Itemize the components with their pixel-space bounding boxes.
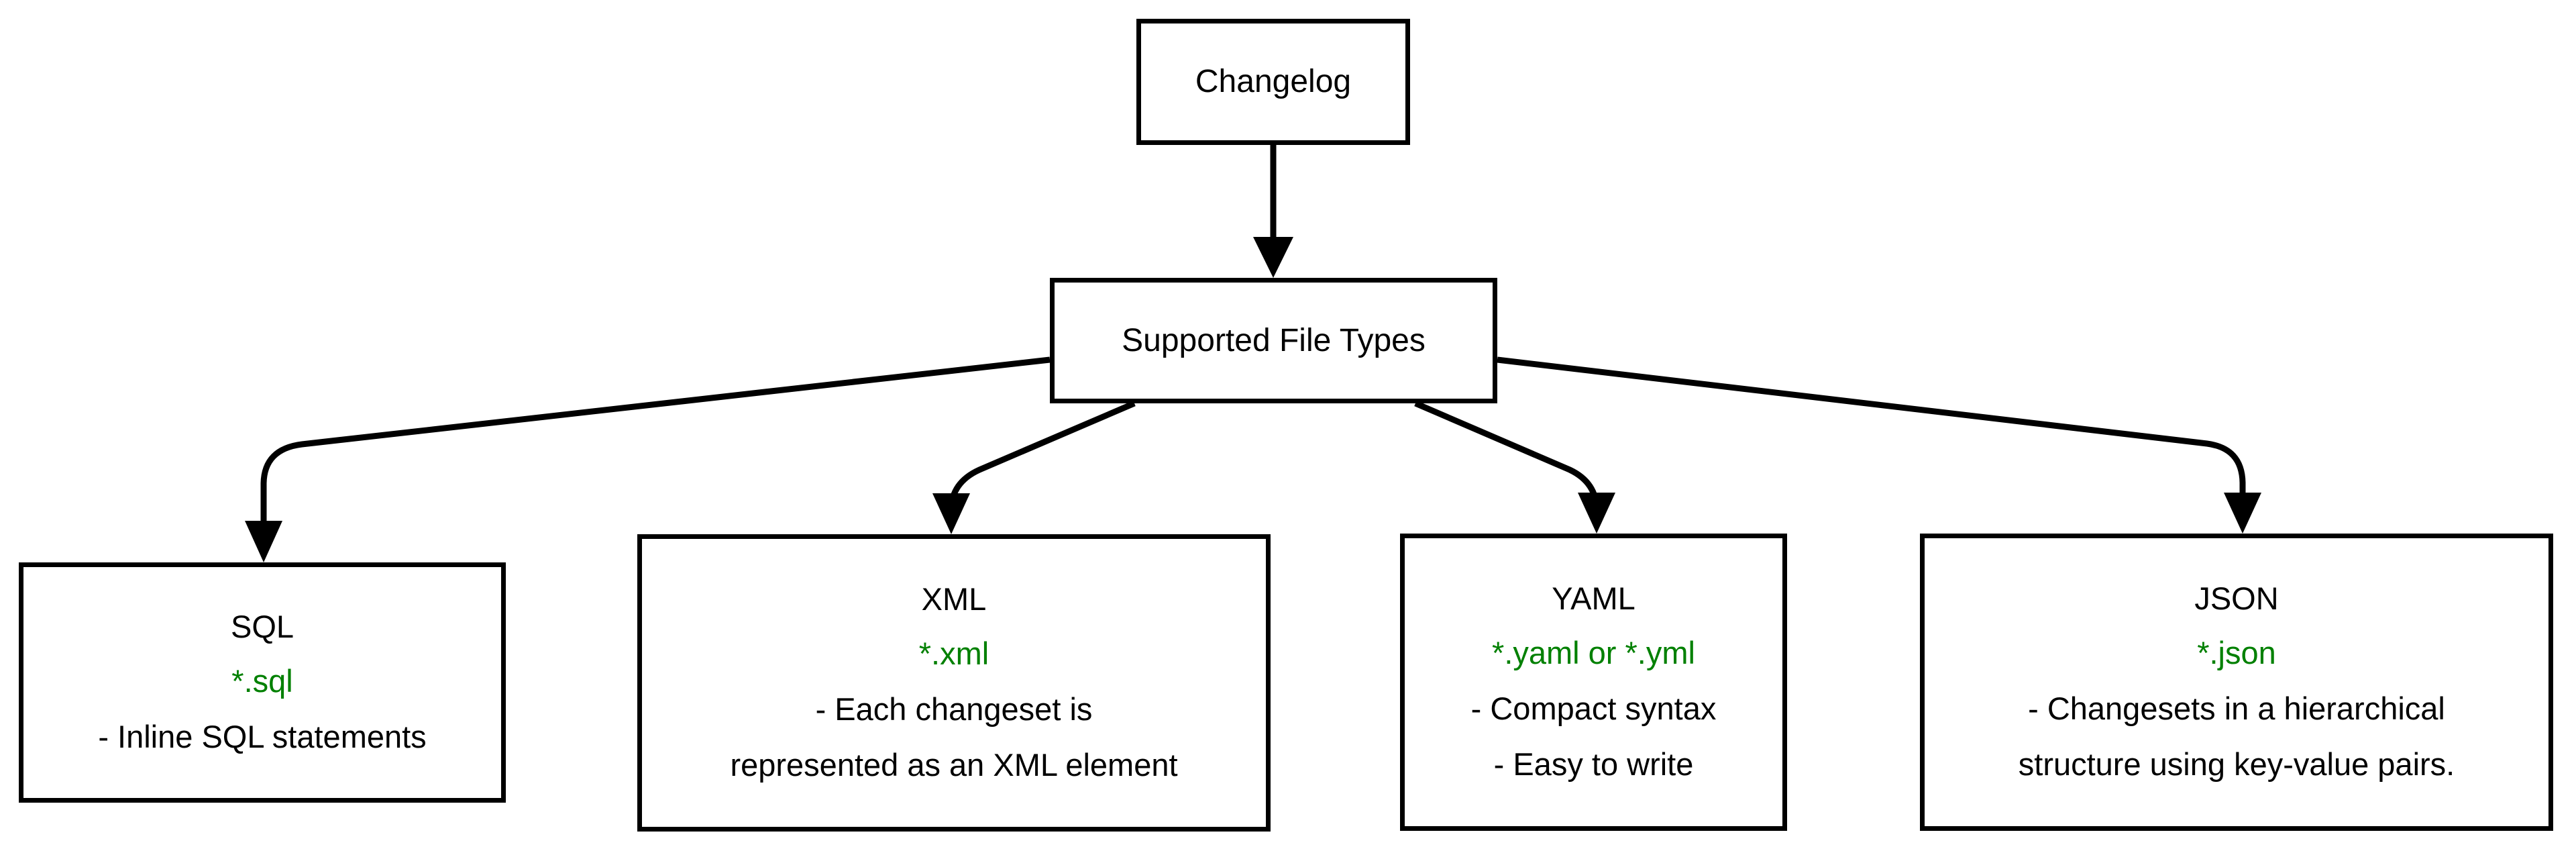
node-json[interactable]: JSON *.json - Changesets in a hierarchic… [1920,534,2553,831]
node-yaml-extension: *.yaml or *.yml [1492,634,1695,670]
node-yaml[interactable]: YAML *.yaml or *.yml - Compact syntax - … [1400,534,1787,831]
edge-supported-to-json [1497,356,2261,534]
node-sql[interactable]: SQL *.sql - Inline SQL statements [19,562,506,803]
edge-changelog-to-supported [1253,145,1293,278]
node-xml-extension: *.xml [918,635,989,671]
node-xml-label: XML [921,581,987,617]
node-sql-label: SQL [230,608,294,644]
node-xml-details: - Each changeset is represented as an XM… [642,691,1266,783]
node-yaml-detail-line: - Easy to write [1493,746,1694,783]
node-changelog[interactable]: Changelog [1136,19,1410,145]
node-json-details: - Changesets in a hierarchical structure… [1925,690,2548,783]
node-sql-detail-line: - Inline SQL statements [98,719,427,755]
node-sql-extension: *.sql [231,662,293,699]
node-supported-file-types[interactable]: Supported File Types [1050,278,1497,403]
edge-supported-to-xml [932,400,1136,534]
edge-supported-to-sql [245,356,1051,562]
node-json-detail-line: - Changesets in a hierarchical [2028,691,2445,727]
node-yaml-label: YAML [1552,580,1635,616]
node-supported-file-types-label: Supported File Types [1122,322,1426,358]
node-yaml-detail-line: - Compact syntax [1470,691,1717,727]
node-json-label: JSON [2194,580,2279,616]
node-xml-detail-line: - Each changeset is [815,691,1093,727]
node-json-extension: *.json [2197,634,2276,670]
node-xml-detail-line: represented as an XML element [730,747,1178,783]
node-changelog-label: Changelog [1195,64,1352,100]
node-json-detail-line: structure using key-value pairs. [2018,746,2455,783]
node-xml[interactable]: XML *.xml - Each changeset is represente… [637,534,1271,832]
node-yaml-details: - Compact syntax - Easy to write [1405,690,1782,783]
node-sql-details: - Inline SQL statements [23,718,501,755]
edge-supported-to-yaml [1414,400,1615,534]
